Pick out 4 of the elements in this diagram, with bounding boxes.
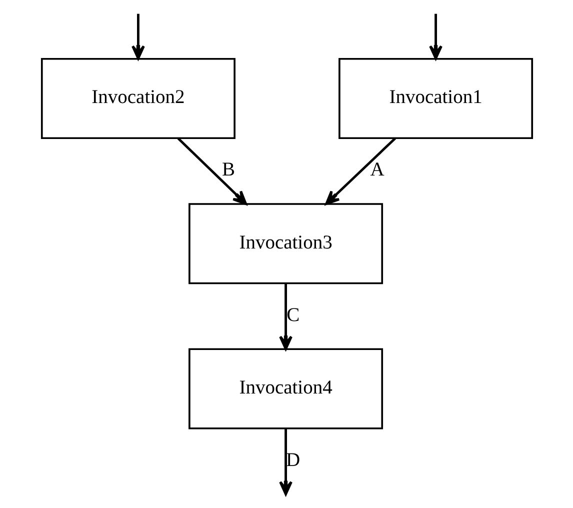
edge-label: B (221, 160, 234, 181)
edge-label: A (370, 160, 384, 181)
edge-label: C (286, 304, 300, 326)
edge-label: D (286, 450, 300, 471)
